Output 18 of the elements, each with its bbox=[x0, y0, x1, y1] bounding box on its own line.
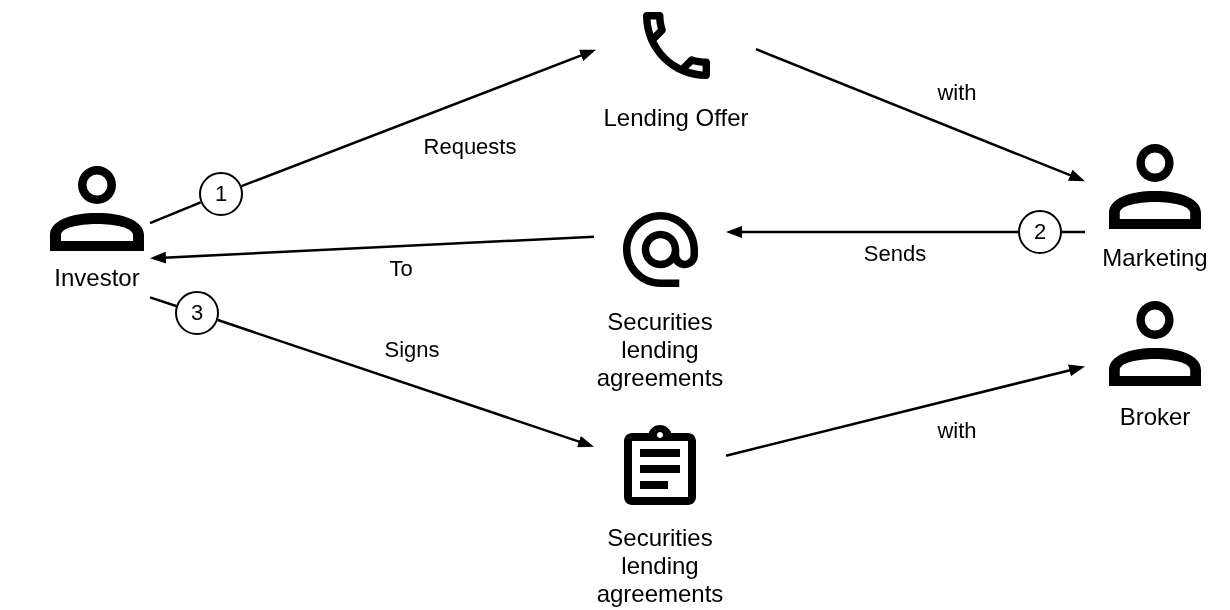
connector-line bbox=[1062, 230, 1085, 234]
arrow bbox=[726, 226, 1018, 238]
connector-line bbox=[149, 201, 202, 225]
node-label: Investor bbox=[54, 264, 140, 292]
arrow bbox=[241, 49, 596, 188]
arrow bbox=[150, 235, 595, 264]
arrow bbox=[725, 364, 1085, 457]
connector-line bbox=[149, 296, 177, 308]
arrow bbox=[217, 318, 594, 448]
node-label: Securities lending agreements bbox=[595, 308, 725, 392]
step-number: 2 bbox=[1018, 210, 1062, 254]
arrow bbox=[755, 48, 1085, 182]
node-label: Marketing bbox=[1102, 244, 1208, 272]
node-label: Lending Offer bbox=[603, 104, 749, 132]
node-label: Broker bbox=[1119, 403, 1191, 431]
node-label: Securities lending agreements bbox=[595, 524, 725, 608]
step-number: 1 bbox=[199, 172, 243, 216]
step-number: 3 bbox=[175, 291, 219, 335]
